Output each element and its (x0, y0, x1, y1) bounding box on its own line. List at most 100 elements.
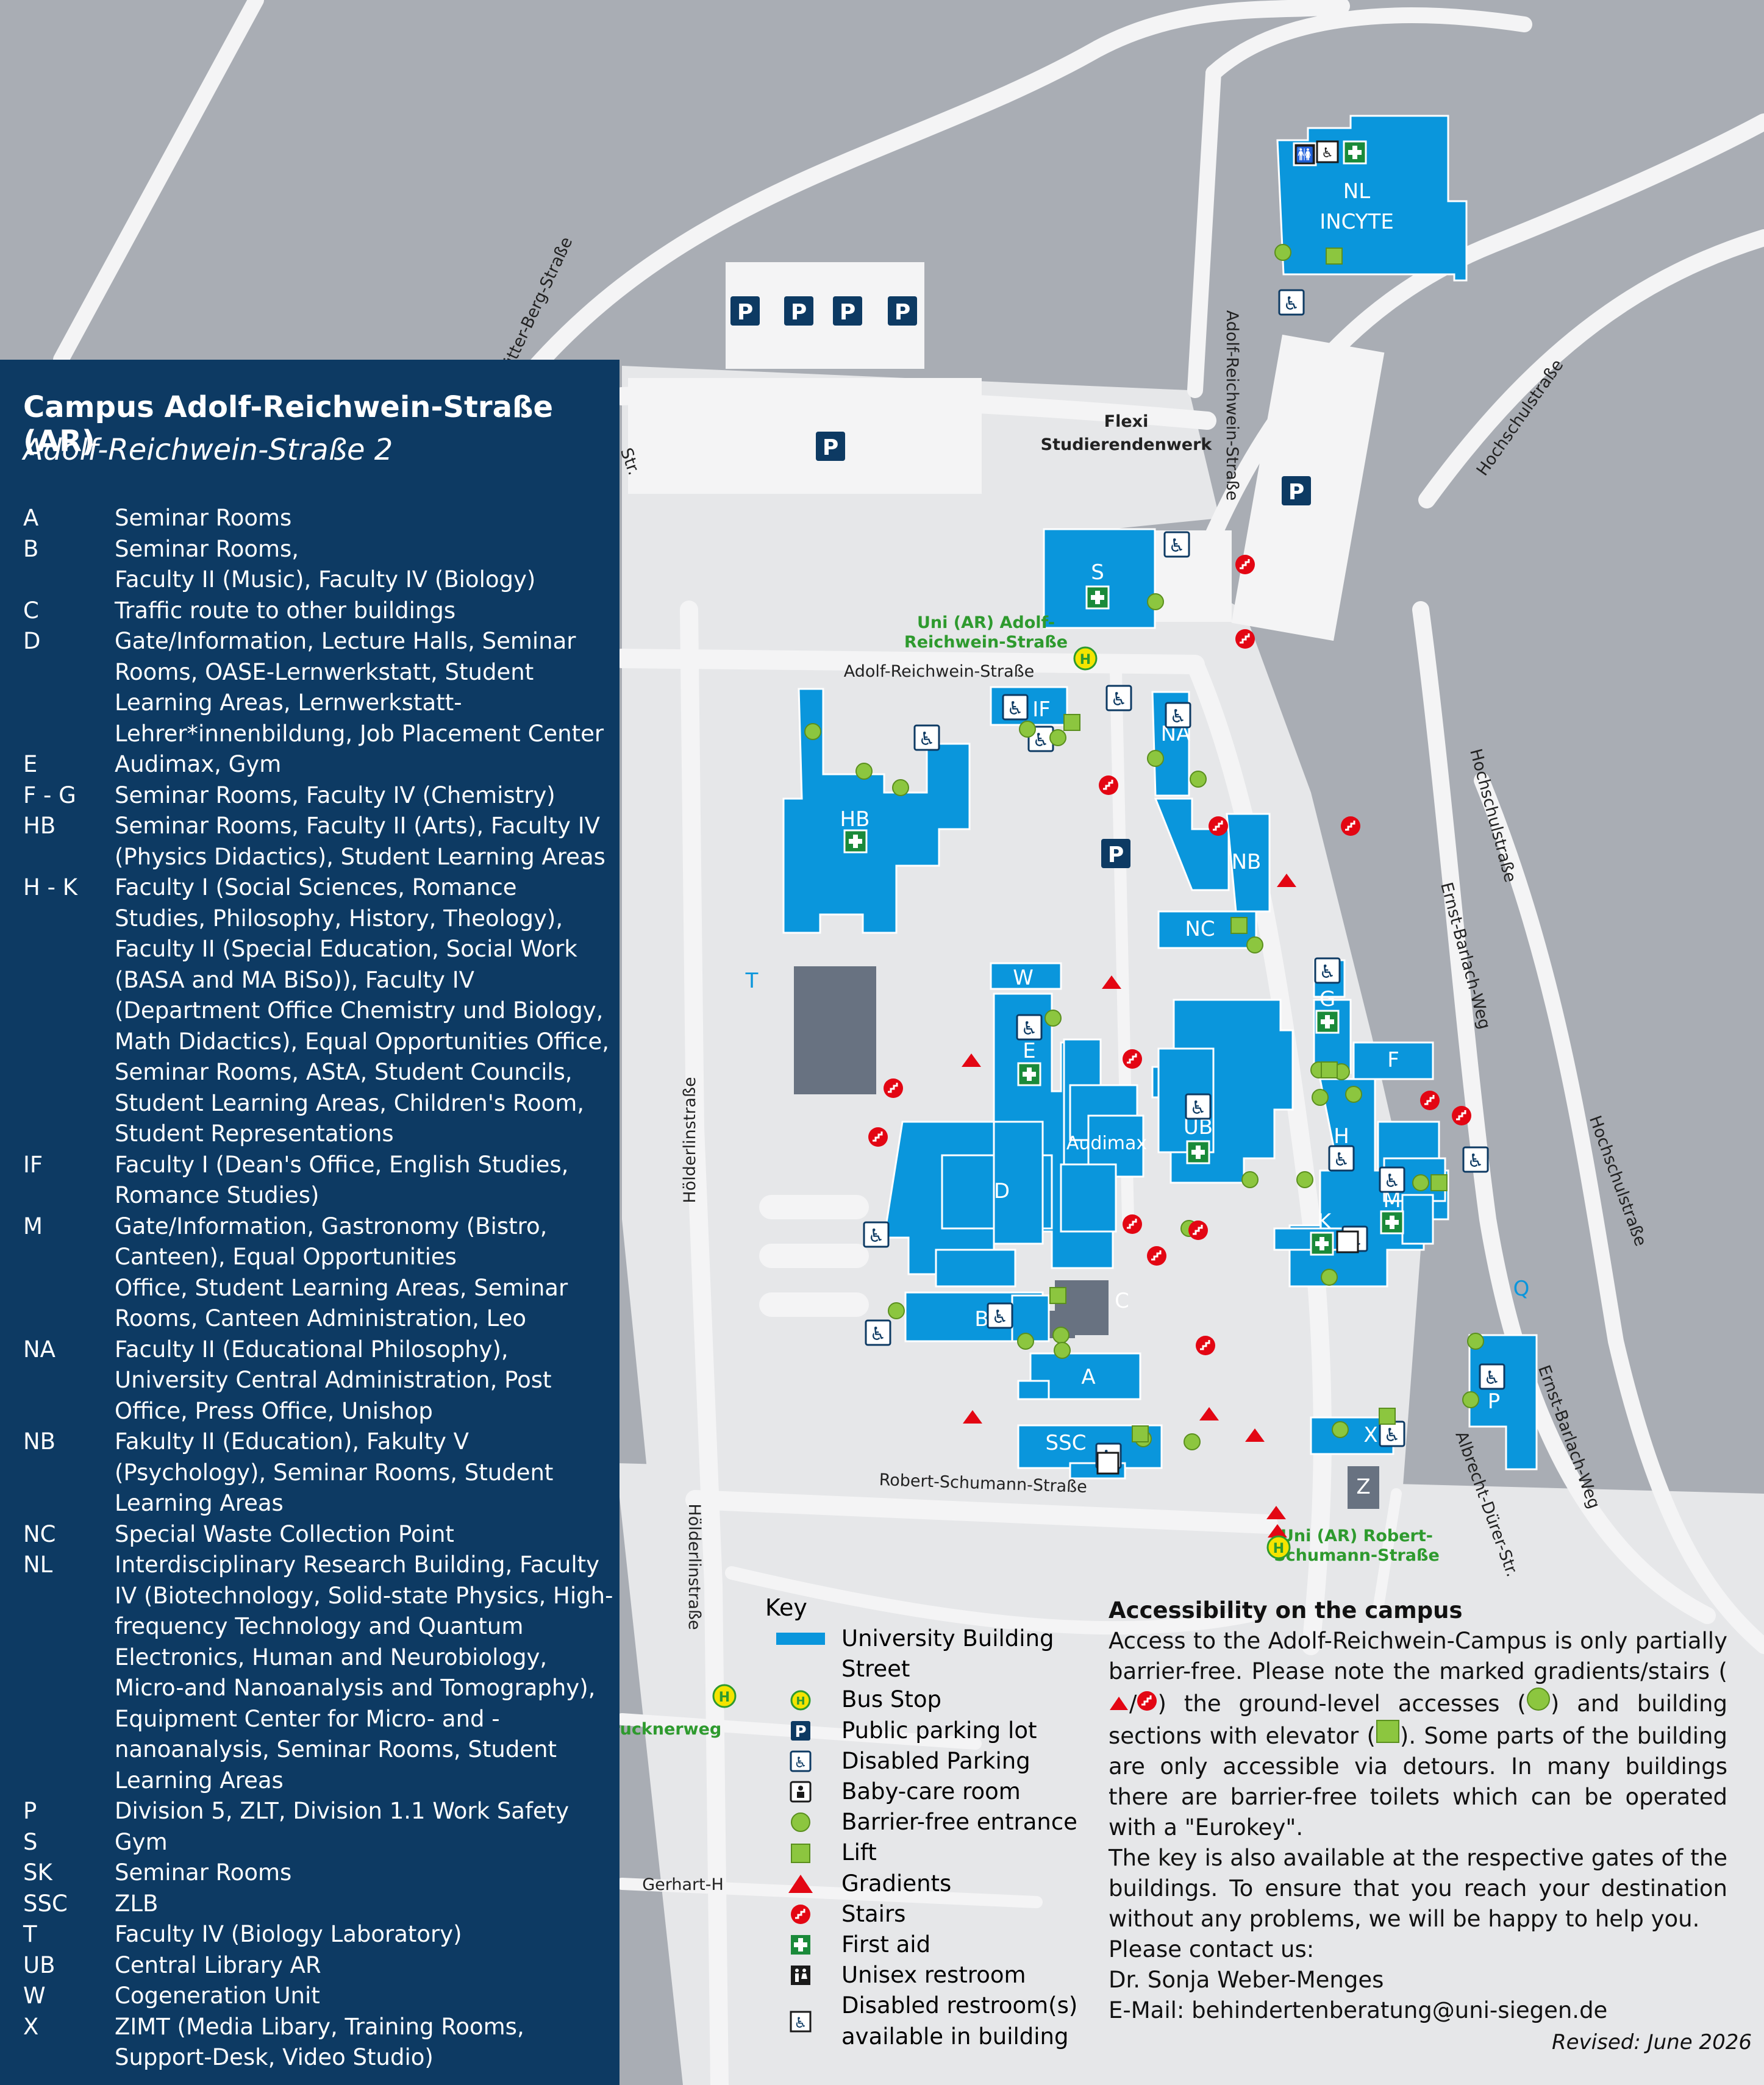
building-code: E (23, 751, 38, 777)
building-description: Faculty I (Dean's Office, English Studie… (115, 1151, 569, 1209)
label-stop-ar-1: Uni (AR) Adolf- (917, 613, 1055, 632)
label-g: G (1319, 987, 1335, 1011)
streets (53, 0, 1764, 2085)
label-stop-rs-2: Schumann-Straße (1274, 1546, 1440, 1565)
street-hoelderlin-2: Hölderlinstraße (685, 1503, 704, 1630)
key-label: Street (841, 1656, 910, 1683)
svg-text:P: P (795, 1723, 806, 1741)
campus-address: Adolf-Reichwein-Straße 2 (23, 433, 393, 467)
key-item: Gradients (759, 1869, 1088, 1899)
building-code: S (23, 1828, 38, 1855)
parking-blocks (628, 262, 1385, 1317)
building-description: Division 5, ZLT, Division 1.1 Work Safet… (115, 1798, 570, 1824)
building-code: IF (23, 1151, 43, 1178)
label-nl: NL (1343, 179, 1370, 204)
building-code: UB (23, 1951, 55, 1978)
building-description: Traffic route to other buildings (115, 597, 456, 624)
building-code: SSC (23, 1890, 68, 1917)
label-x: X (1363, 1423, 1377, 1447)
label-b: B (974, 1307, 988, 1331)
svg-text:🚻: 🚻 (1296, 146, 1314, 163)
label-k: K (1318, 1210, 1332, 1234)
key-label: Disabled restroom(s) available in buildi… (841, 1992, 1078, 2050)
building-code: M (23, 1213, 43, 1239)
building-code: F - G (23, 782, 76, 808)
disabled-restroom-icon: ♿ (759, 2006, 841, 2037)
key-item: ♿Disabled Parking (759, 1746, 1088, 1777)
key-item: Baby-care room (759, 1777, 1088, 1807)
label-d: D (994, 1179, 1010, 1203)
label-e: E (1023, 1039, 1035, 1063)
first-aid-icon (759, 1930, 841, 1960)
building-code: P (23, 1798, 37, 1824)
svg-text:♿: ♿ (794, 1754, 807, 1771)
key-label: Gradients (841, 1870, 952, 1897)
label-stop-bw: Brucknerweg (599, 1720, 722, 1739)
building-code: NB (23, 1428, 56, 1455)
building-code: NA (23, 1336, 55, 1363)
key-label: Unisex restroom (841, 1962, 1026, 1989)
key-item: Unisex restroom (759, 1960, 1088, 1991)
street-hoelderlin-1: Hölderlinstraße (680, 1077, 699, 1203)
label-h: H (1334, 1124, 1349, 1149)
stairs-icon (1137, 1691, 1157, 1711)
label-nb: NB (1232, 850, 1262, 874)
street-adolf-reichwein-h: Adolf-Reichwein-Straße (844, 662, 1035, 681)
parking-icon: P (759, 1716, 841, 1746)
building-description: Special Waste Collection Point (115, 1520, 454, 1547)
accessibility-paragraph: Access to the Adolf-Reichwein-Campus is … (1109, 1626, 1727, 1843)
building-list-item: P Division 5, ZLT, Division 1.1 Work Safe… (23, 1796, 615, 1827)
label-nc: NC (1185, 917, 1215, 941)
key-item: Street (759, 1654, 1088, 1684)
label-stop-rs-1: Uni (AR) Robert- (1280, 1527, 1433, 1545)
key-title: Key (765, 1594, 807, 1621)
stairs-icon (759, 1899, 841, 1930)
building-list-item: UB Central Library AR (23, 1950, 615, 1981)
key-label: Baby-care room (841, 1778, 1021, 1805)
accessibility-text-4: ) and building sections with elevator ( (1109, 1691, 1727, 1749)
building-code: D (23, 628, 41, 654)
label-p: P (1488, 1389, 1501, 1414)
building-description: Seminar Rooms (115, 505, 292, 531)
building-code: W (23, 1983, 46, 2009)
building-description: Central Library AR (115, 1951, 321, 1978)
label-f: F (1387, 1048, 1399, 1072)
svg-text:H: H (796, 1695, 805, 1708)
key-item: University Building (759, 1623, 1088, 1654)
key-label: Lift (841, 1839, 877, 1866)
label-hb: HB (840, 807, 870, 832)
key-label: Barrier-free entrance (841, 1809, 1077, 1836)
label-a: A (1081, 1365, 1095, 1389)
lift-icon (1376, 1719, 1400, 1744)
key-label: Stairs (841, 1900, 906, 1927)
building-description: Seminar Rooms (115, 1859, 292, 1886)
building-legend-panel: Campus Adolf-Reichwein-Straße (AR) Adolf… (0, 360, 620, 2085)
building-code: NC (23, 1520, 56, 1547)
street-swatch-icon (759, 1654, 841, 1684)
gradient-icon (1109, 1695, 1129, 1711)
label-t: T (745, 969, 759, 993)
key-item: Stairs (759, 1899, 1088, 1930)
label-stop-ar-2: Reichwein-Straße (904, 633, 1068, 652)
university-building-swatch-icon (759, 1623, 841, 1654)
key-label: University Building (841, 1625, 1054, 1652)
building-description: Audimax, Gym (115, 751, 282, 777)
building-list-item: NC Special Waste Collection Point (23, 1519, 615, 1550)
grey-buildings (794, 966, 1379, 1509)
accessibility-contact-email[interactable]: E-Mail: behindertenberatung@uni-siegen.d… (1109, 1997, 1608, 2023)
label-ssc: SSC (1046, 1431, 1087, 1455)
label-c: C (1115, 1289, 1129, 1313)
barrier-free-entrance-icon (759, 1807, 841, 1837)
